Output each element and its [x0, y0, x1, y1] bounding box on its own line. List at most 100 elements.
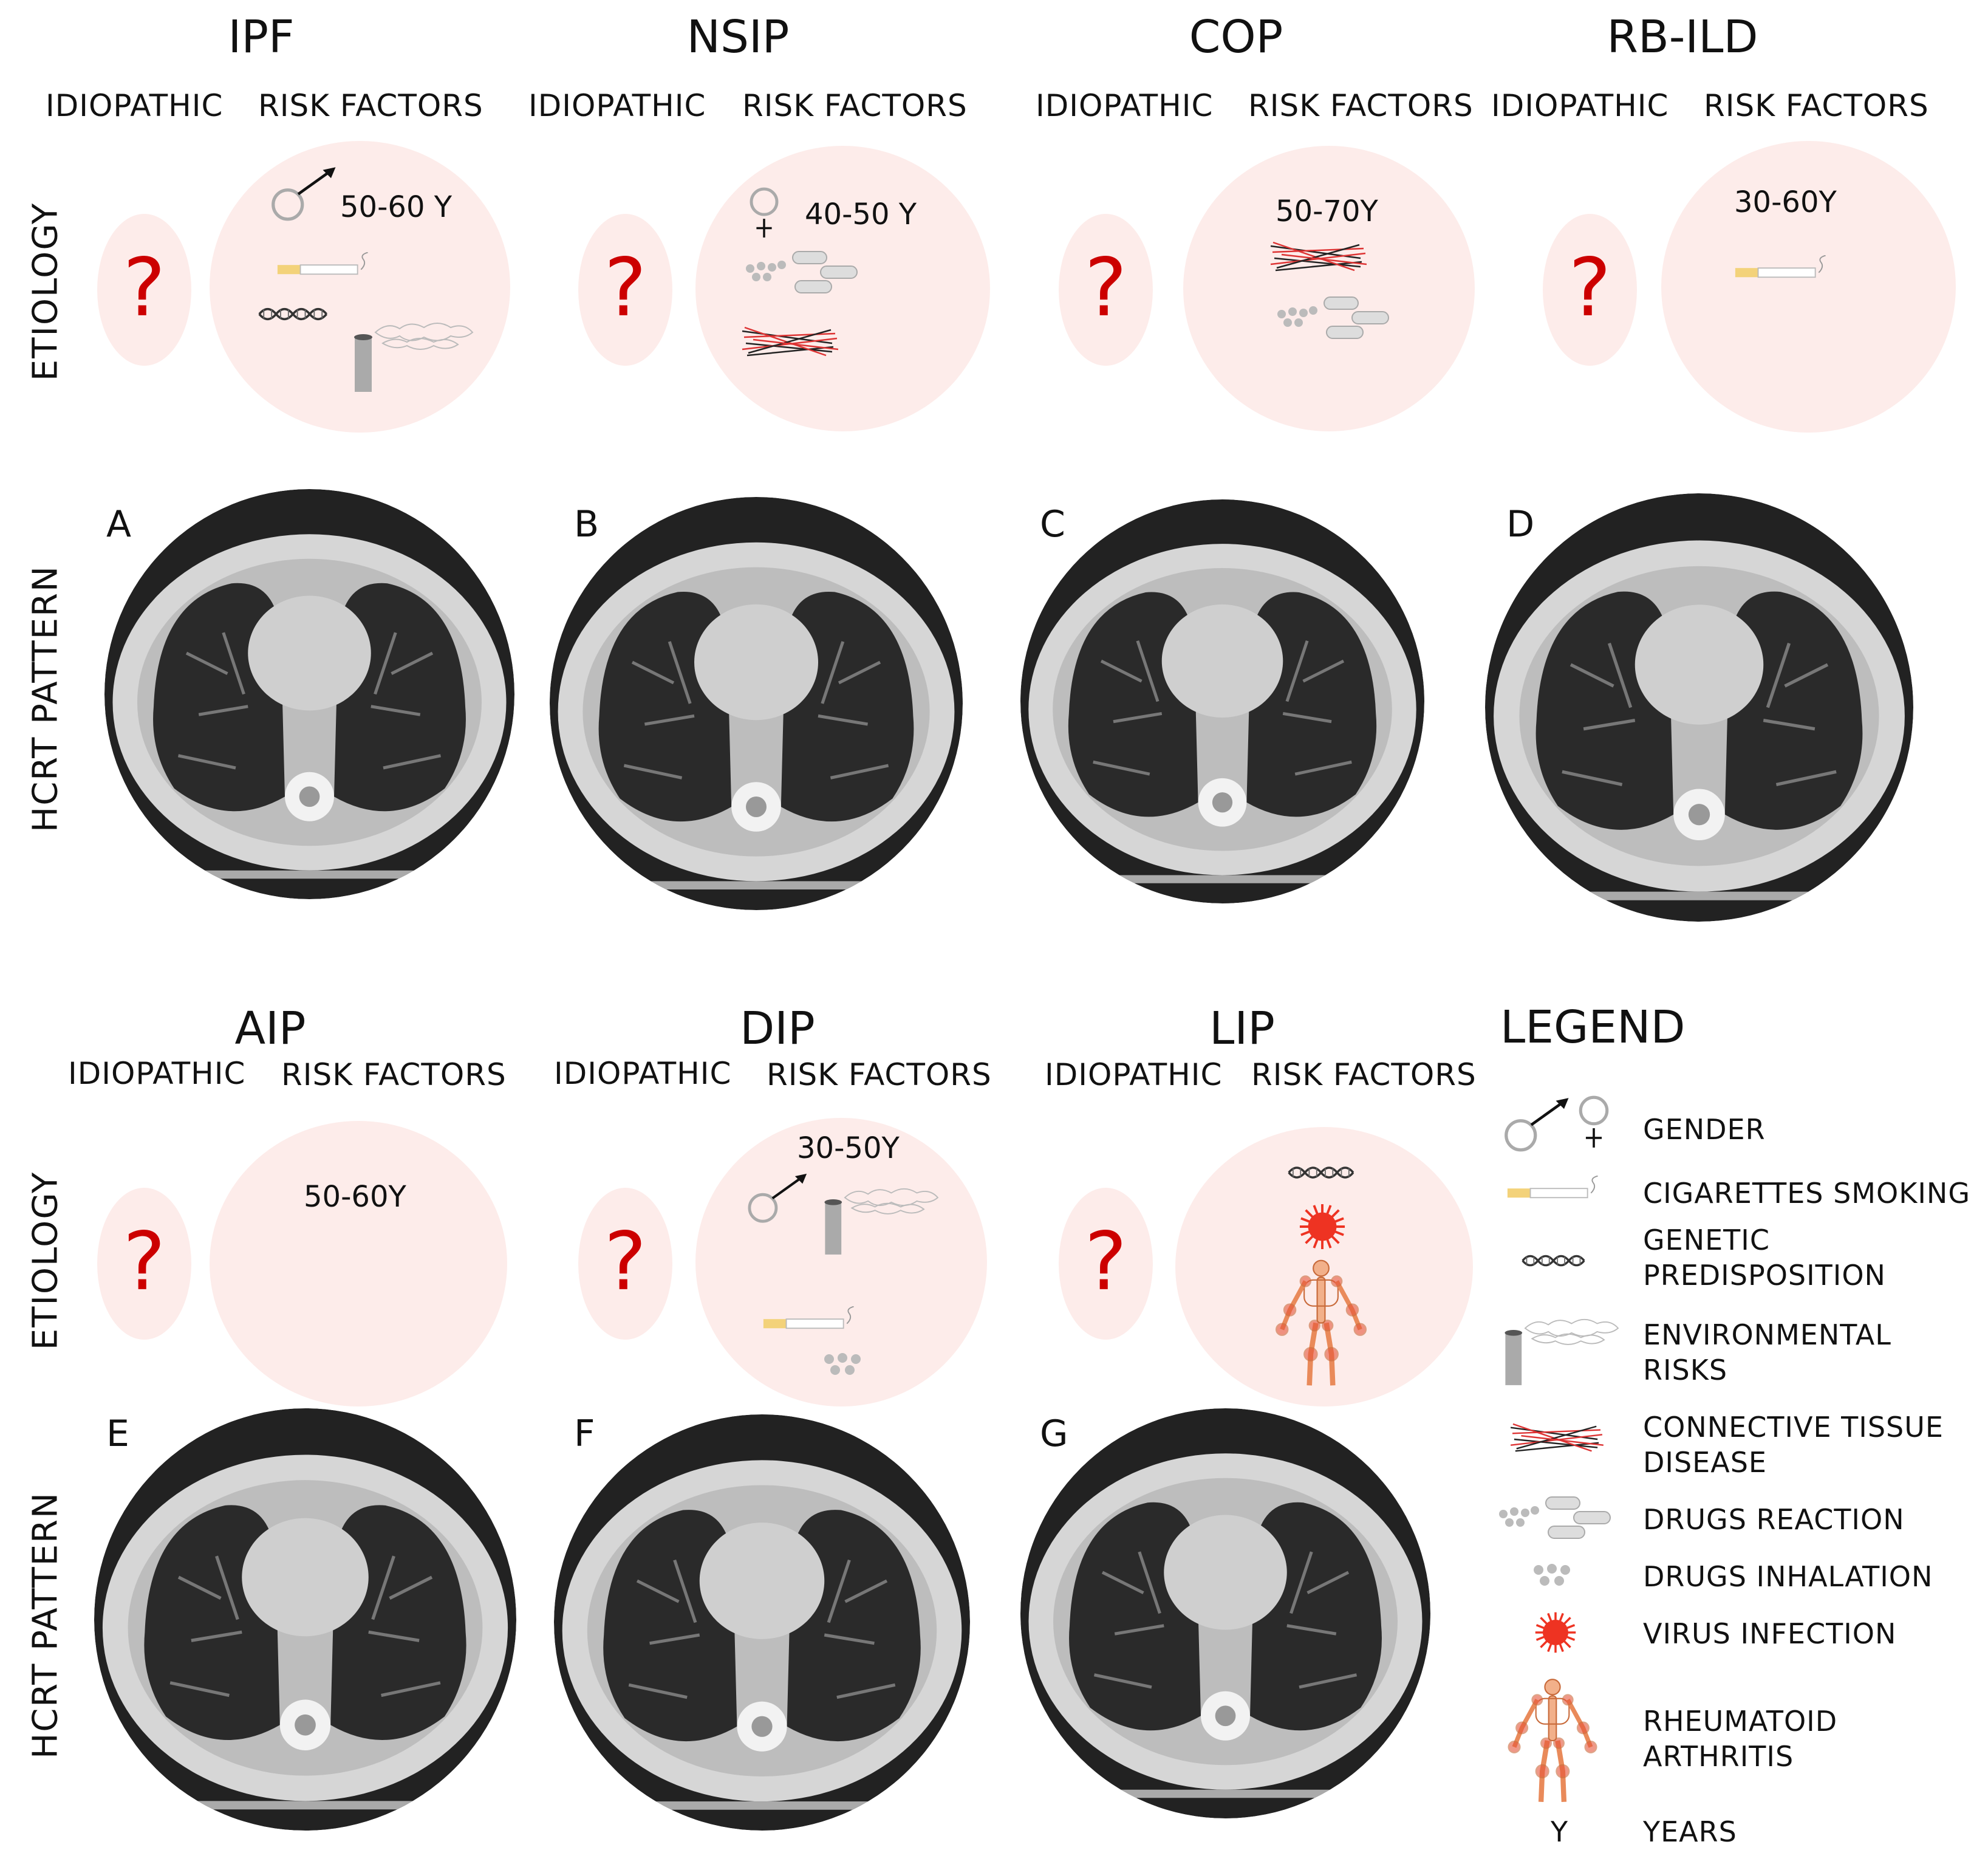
idiopathic-label: IDIOPATHIC [1491, 88, 1669, 123]
hrct-pattern-label: HCRT PATTERN [26, 1492, 66, 1759]
dna-icon [1288, 1162, 1358, 1184]
idiopathic-label: IDIOPATHIC [68, 1056, 246, 1091]
inhalation-icon [1531, 1563, 1580, 1587]
pattern-letter: D [1506, 503, 1535, 546]
pattern-letter: A [106, 503, 132, 546]
pattern-letter: G [1040, 1413, 1068, 1455]
connective-tissue-icon [1269, 240, 1367, 276]
idiopathic-label: IDIOPATHIC [554, 1056, 732, 1091]
question-mark: ? [123, 241, 166, 335]
connective-tissue-icon [1509, 1422, 1604, 1457]
cigarette-icon [1506, 1176, 1604, 1205]
question-mark: ? [604, 1214, 647, 1309]
question-mark: ? [1084, 241, 1127, 335]
virus-icon [1534, 1611, 1577, 1654]
cigarette-icon [762, 1306, 859, 1335]
panel-title: NSIP [686, 11, 790, 63]
risk-factors-circle [695, 146, 990, 431]
question-mark: ? [123, 1214, 166, 1309]
virus-icon [1299, 1203, 1346, 1250]
legend-title: LEGEND [1500, 1001, 1686, 1053]
idiopathic-oval: ? [578, 214, 672, 366]
legend-label-virus: VIRUS INFECTION [1643, 1617, 1897, 1650]
hrct-scan-image [554, 1414, 970, 1831]
factory-icon [346, 319, 486, 392]
risk-factors-circle [1183, 146, 1475, 431]
age-range: 50-60 Y [340, 190, 453, 224]
hrct-pattern-label: HCRT PATTERN [26, 565, 66, 832]
male-gender-icon [267, 163, 340, 224]
risk-factors-label: RISK FACTORS [258, 88, 483, 123]
etiology-label: ETIOLOGY [26, 202, 66, 382]
question-mark: ? [604, 241, 647, 335]
legend-label-ra-2: ARTHRITIS [1643, 1740, 1794, 1773]
hrct-scan-image [104, 489, 514, 899]
dna-icon [1522, 1250, 1588, 1272]
legend-label-genetic-1: GENETIC [1643, 1224, 1770, 1256]
hrct-scan-image [550, 497, 963, 910]
risk-factors-label: RISK FACTORS [281, 1057, 507, 1092]
age-range: 30-50Y [797, 1131, 900, 1165]
legend-label-ctd-2: DISEASE [1643, 1446, 1767, 1479]
panel-title: AIP [234, 1002, 306, 1055]
question-mark: ? [1568, 241, 1611, 335]
panel-title: DIP [740, 1002, 815, 1055]
connective-tissue-icon [741, 325, 838, 361]
panel-title: RB-ILD [1607, 11, 1758, 63]
idiopathic-oval: ? [97, 214, 191, 366]
idiopathic-oval: ? [97, 1188, 191, 1340]
question-mark: ? [1084, 1214, 1127, 1309]
skeleton-icon [1508, 1677, 1597, 1804]
cigarette-icon [1734, 255, 1831, 284]
pills-icon [1497, 1495, 1619, 1543]
legend-label-ctd-1: CONNECTIVE TISSUE [1643, 1411, 1944, 1444]
male-gender-icon [744, 1170, 811, 1225]
pills-icon [1276, 295, 1397, 343]
idiopathic-oval: ? [578, 1188, 672, 1340]
risk-factors-label: RISK FACTORS [1704, 88, 1929, 123]
pattern-letter: B [574, 503, 599, 546]
risk-factors-label: RISK FACTORS [767, 1057, 992, 1092]
hrct-scan-image [1485, 493, 1913, 922]
risk-factors-circle [1661, 141, 1956, 433]
pattern-letter: F [574, 1413, 595, 1455]
legend-label-gender: GENDER [1643, 1113, 1766, 1146]
risk-factors-circle [210, 1121, 507, 1406]
age-range: 50-60Y [304, 1180, 406, 1214]
idiopathic-label: IDIOPATHIC [1045, 1057, 1223, 1092]
dna-icon [258, 303, 331, 326]
panel-title: LIP [1209, 1002, 1275, 1055]
panel-title: IPF [228, 11, 295, 63]
legend-label-drugs-inhalation: DRUGS INHALATION [1643, 1560, 1933, 1593]
idiopathic-label: IDIOPATHIC [528, 88, 706, 123]
pattern-letter: E [106, 1413, 129, 1455]
legend-years-symbol: Y [1551, 1815, 1569, 1848]
cigarette-icon [276, 252, 374, 281]
legend-label-env-1: ENVIRONMENTAL [1643, 1318, 1891, 1351]
male-gender-icon [1500, 1094, 1573, 1154]
inhalation-icon [821, 1352, 871, 1376]
idiopathic-label: IDIOPATHIC [46, 88, 224, 123]
idiopathic-oval: ? [1059, 214, 1153, 366]
age-range: 30-60Y [1734, 185, 1837, 219]
idiopathic-oval: ? [1059, 1188, 1153, 1340]
risk-factors-label: RISK FACTORS [1251, 1057, 1477, 1092]
risk-factors-label: RISK FACTORS [1248, 88, 1474, 123]
legend-label-ra-1: RHEUMATOID [1643, 1705, 1838, 1738]
idiopathic-oval: ? [1543, 214, 1637, 366]
legend-label-genetic-2: PREDISPOSITION [1643, 1259, 1886, 1292]
hrct-scan-image [1020, 1408, 1430, 1818]
legend-label-drugs-reaction: DRUGS REACTION [1643, 1503, 1905, 1536]
legend-label-env-2: RISKS [1643, 1354, 1728, 1386]
age-range: 50-70Y [1276, 194, 1378, 228]
risk-factors-label: RISK FACTORS [742, 88, 968, 123]
skeleton-icon [1276, 1258, 1367, 1388]
factory-icon [1497, 1315, 1631, 1385]
age-range: 40-50 Y [805, 197, 917, 231]
hrct-scan-image [94, 1408, 516, 1831]
legend-label-years: YEARS [1643, 1815, 1737, 1848]
female-gender-icon [747, 185, 781, 241]
pills-icon [744, 249, 866, 298]
pattern-letter: C [1040, 503, 1065, 546]
hrct-scan-image [1020, 499, 1424, 903]
